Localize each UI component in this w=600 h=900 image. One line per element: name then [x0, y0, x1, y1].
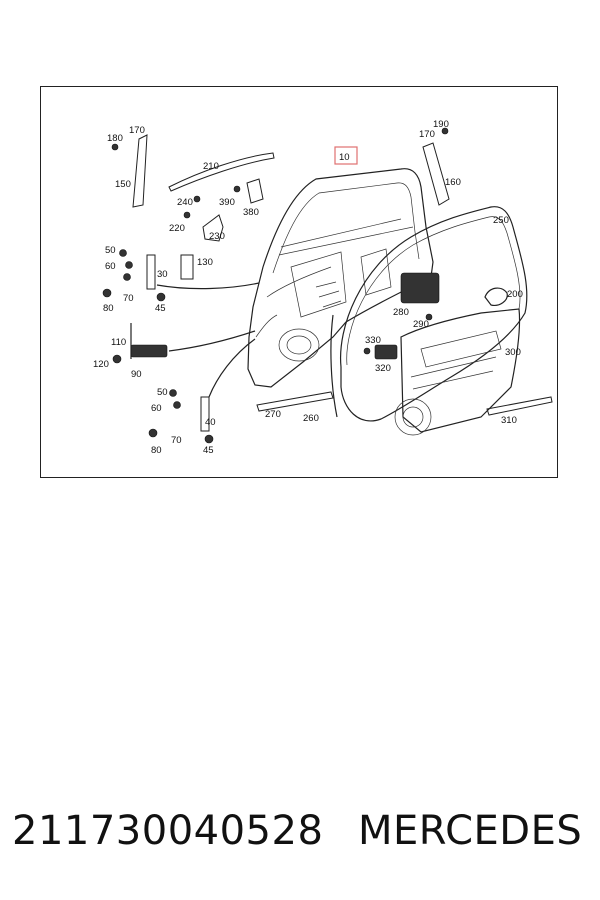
callout-80-upper: 80 [103, 303, 114, 314]
part-caption: 211730040528 MERCEDES [0, 808, 600, 858]
callout-110: 110 [111, 337, 126, 348]
callout-60-upper: 60 [105, 261, 116, 272]
callout-160: 160 [445, 177, 461, 188]
bracket-380 [246, 178, 264, 204]
window-channel-160 [422, 142, 450, 206]
callout-220: 220 [169, 223, 185, 234]
callout-170: 170 [129, 125, 145, 136]
part-130 [180, 254, 194, 280]
brand-name: MERCEDES [358, 808, 583, 854]
callout-50-lower: 50 [157, 387, 168, 398]
callout-60-lower: 60 [151, 403, 162, 414]
callout-390: 390 [219, 197, 235, 208]
callout-200: 200 [507, 289, 523, 300]
callout-70-lower: 70 [171, 435, 182, 446]
callout-70-upper: 70 [123, 293, 134, 304]
lock-280 [400, 272, 440, 304]
moulding-310 [486, 396, 553, 416]
callout-330: 330 [365, 335, 381, 346]
callout-180: 180 [107, 133, 123, 144]
door-seal-250 [339, 206, 528, 422]
trim-150 [132, 134, 148, 208]
callout-300: 300 [505, 347, 521, 358]
callout-290: 290 [413, 319, 429, 330]
hinge-line-check [168, 330, 256, 352]
bolts [102, 127, 449, 444]
check-strap-90 [130, 344, 168, 358]
callout-270: 270 [265, 409, 281, 420]
door-parts-diagram: 10 170 180 150 210 240 390 380 220 230 1… [93, 119, 553, 456]
callout-230: 230 [209, 231, 225, 242]
door-shell [247, 168, 434, 388]
callout-120: 120 [93, 359, 109, 370]
callout-45-upper: 45 [155, 303, 166, 314]
highlight-box-10 [334, 146, 358, 165]
callout-170-right: 170 [419, 129, 435, 140]
callout-190: 190 [433, 119, 449, 130]
callout-130: 130 [197, 257, 213, 268]
callout-80-lower: 80 [151, 445, 162, 456]
callout-150: 150 [115, 179, 131, 190]
callout-280: 280 [393, 307, 409, 318]
guide-rail-260 [330, 314, 338, 418]
callout-45-lower: 45 [203, 445, 214, 456]
inner-panel-300 [394, 308, 521, 436]
callout-210: 210 [203, 161, 219, 172]
hinge-30 [146, 254, 156, 290]
callout-30: 30 [157, 269, 168, 280]
cover-200 [484, 287, 508, 306]
callout-90: 90 [131, 369, 142, 380]
callout-40: 40 [205, 417, 216, 428]
parts-diagram-frame: 10 170 180 150 210 240 390 380 220 230 1… [40, 86, 558, 478]
callout-250: 250 [493, 215, 509, 226]
callout-320: 320 [375, 363, 391, 374]
callout-10: 10 [339, 152, 350, 163]
callout-260: 260 [303, 413, 319, 424]
part-number: 211730040528 [12, 808, 324, 854]
hinge-line-upper [156, 282, 260, 290]
callout-50-upper: 50 [105, 245, 116, 256]
callout-labels: 10 170 180 150 210 240 390 380 220 230 1… [93, 119, 523, 456]
moulding-210 [168, 152, 275, 192]
hinge-line-lower [208, 338, 256, 398]
hinge-40 [200, 396, 210, 432]
bracket-230 [202, 214, 224, 242]
callout-380: 380 [243, 207, 259, 218]
callout-310: 310 [501, 415, 517, 426]
handle-320 [374, 344, 398, 360]
moulding-270 [256, 391, 334, 412]
callout-240: 240 [177, 197, 193, 208]
